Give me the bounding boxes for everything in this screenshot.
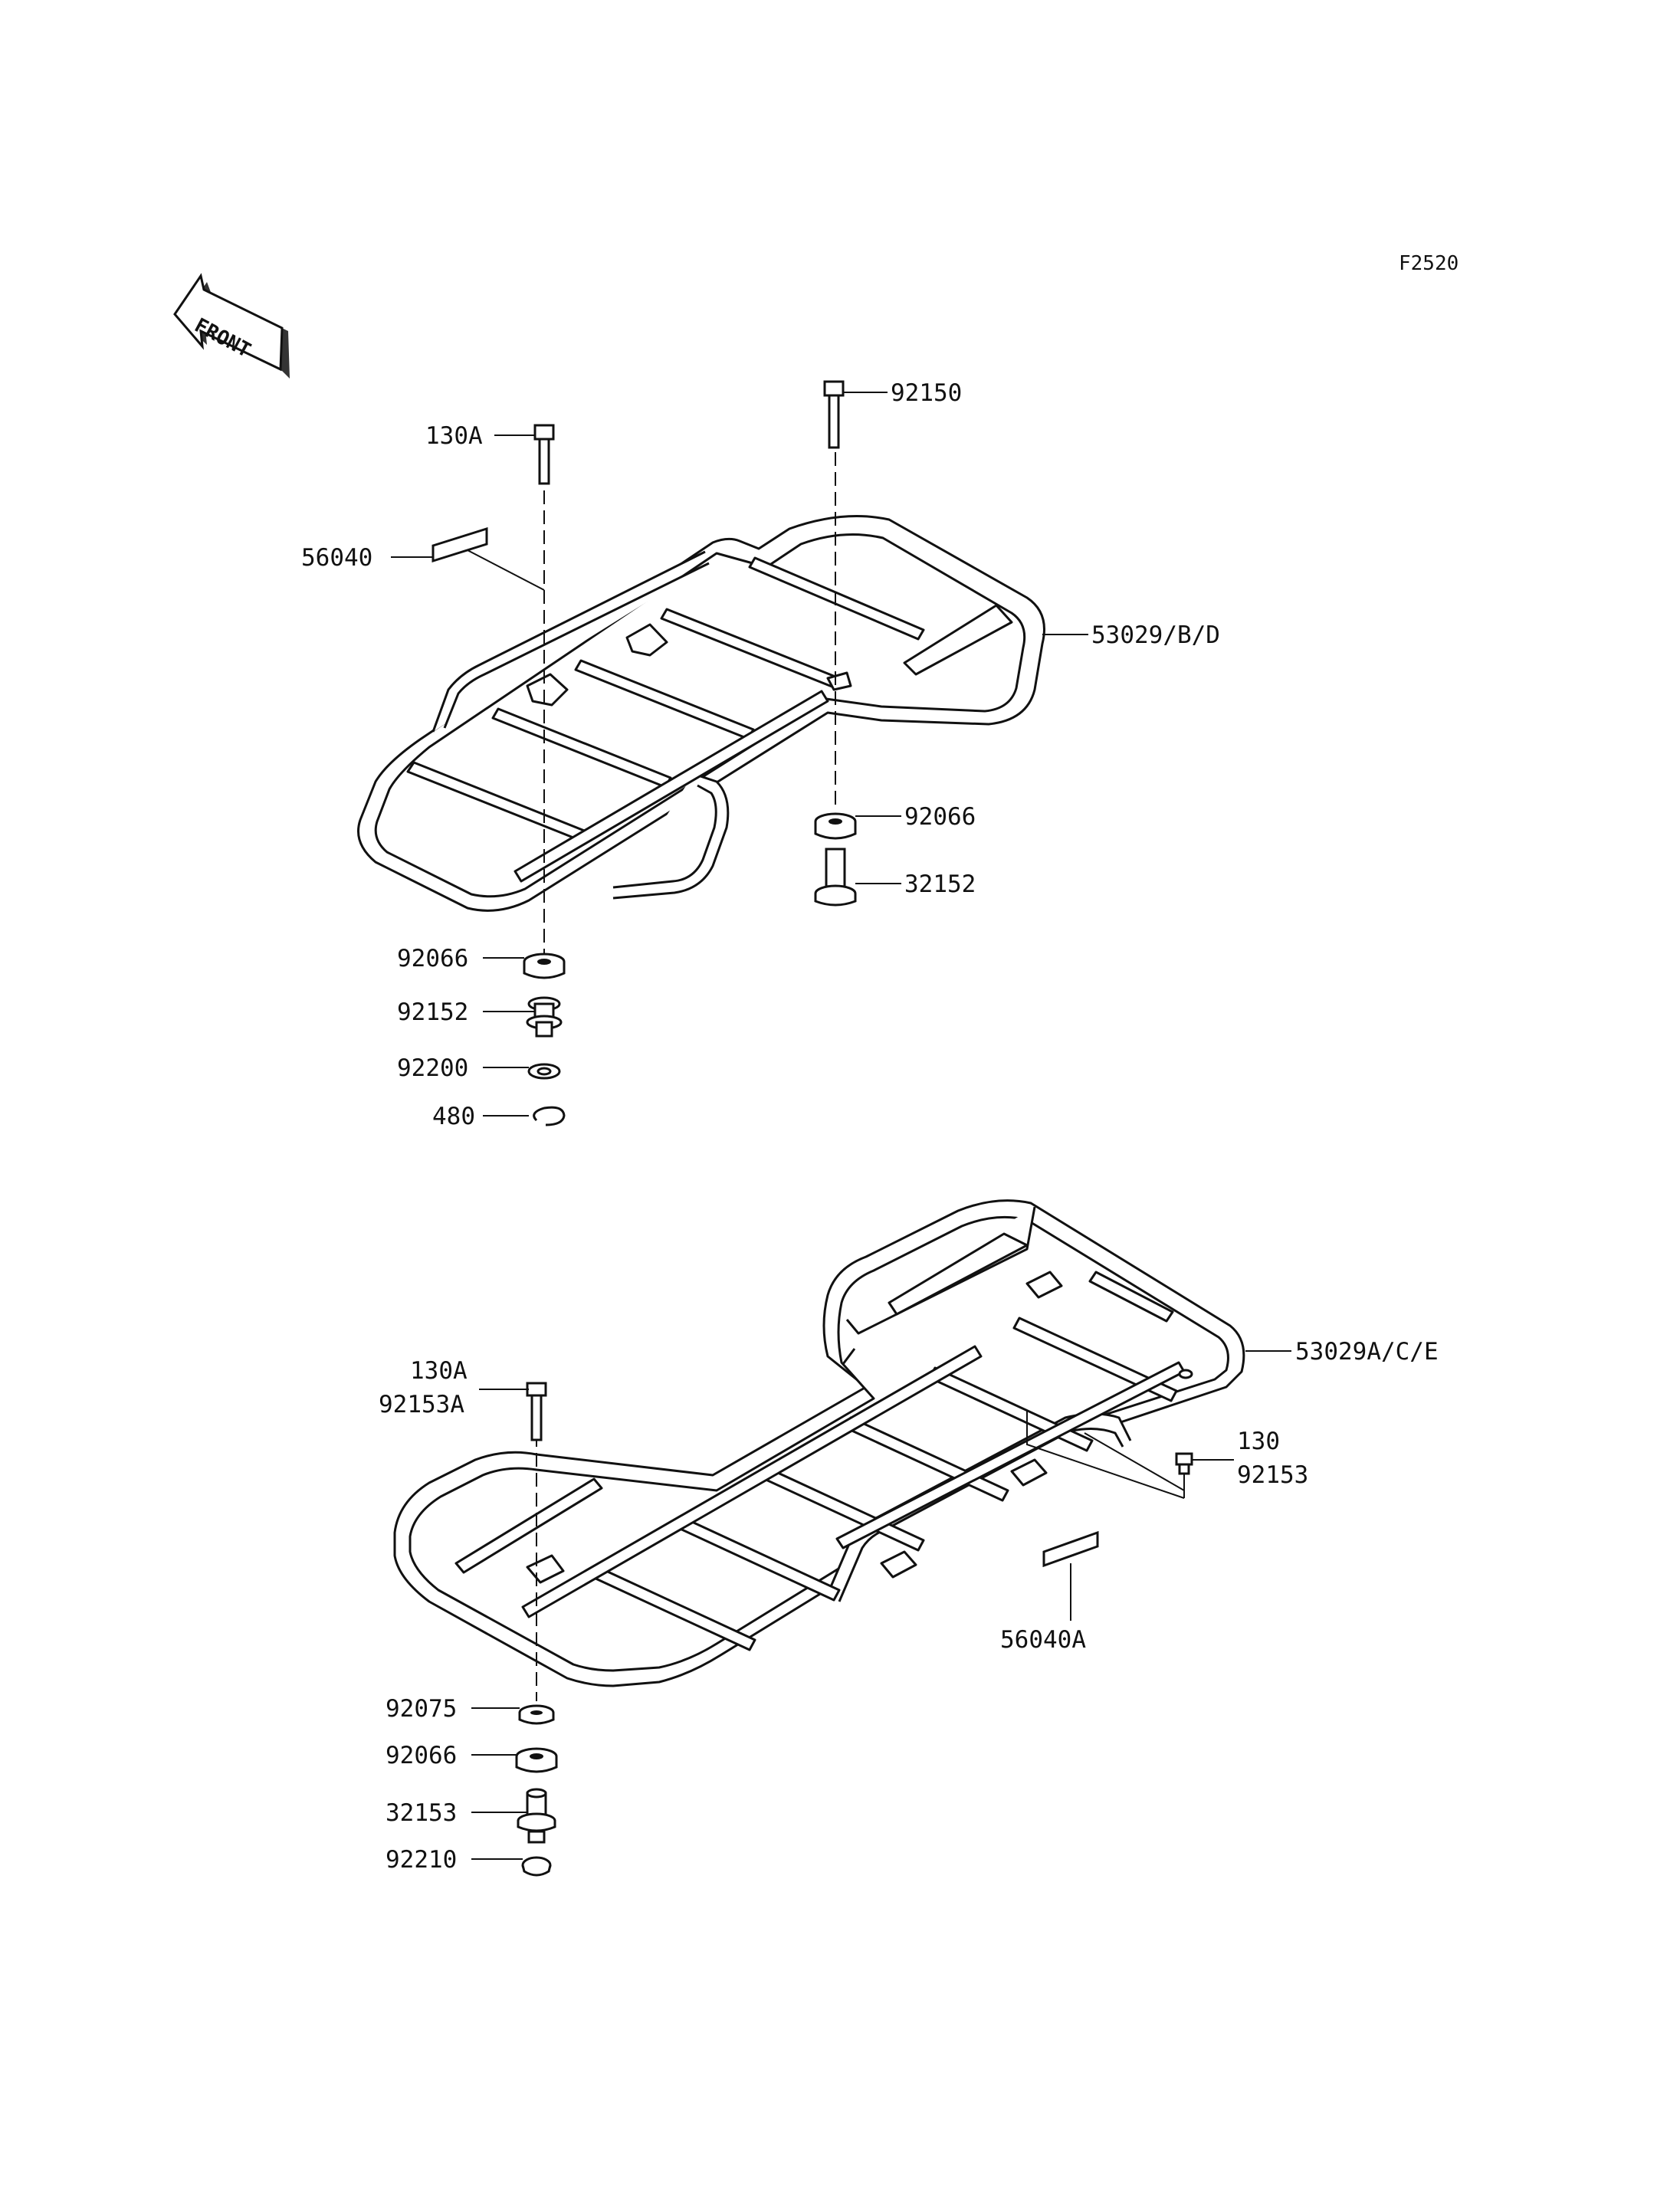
label-130a-upper: 130A xyxy=(425,422,483,450)
upper-carrier-frame xyxy=(357,515,1045,912)
upper-bolt-92150-icon xyxy=(823,380,845,449)
label-56040: 56040 xyxy=(301,544,372,572)
lower-washer-92075-icon xyxy=(518,1704,555,1725)
label-53029a-c-e: 53029A/C/E xyxy=(1295,1338,1439,1366)
lower-nut-92210-icon xyxy=(521,1856,552,1877)
label-92066-lower: 92066 xyxy=(386,1742,457,1769)
lower-decal-56040a-icon xyxy=(1042,1530,1099,1568)
label-92153a: 92153A xyxy=(379,1391,464,1418)
label-92210: 92210 xyxy=(386,1846,457,1874)
lower-decal-leader xyxy=(1026,1410,1185,1499)
label-32153: 32153 xyxy=(386,1799,457,1827)
lower-collar-32153-icon xyxy=(517,1788,556,1844)
lower-bolt-130a-icon xyxy=(526,1382,547,1441)
upper-washer-icon xyxy=(527,1063,561,1080)
label-92150: 92150 xyxy=(891,379,962,407)
label-92066-upper-right: 92066 xyxy=(904,803,976,831)
label-92075: 92075 xyxy=(386,1695,457,1723)
label-130: 130 xyxy=(1237,1428,1280,1455)
label-130a-lower: 130A xyxy=(410,1357,468,1385)
lower-carrier-frame xyxy=(393,1199,1245,1687)
label-32152: 32152 xyxy=(904,871,976,898)
label-92153: 92153 xyxy=(1237,1461,1308,1489)
upper-bolt-130a-icon xyxy=(533,424,555,485)
upper-left-collar-icon xyxy=(526,996,563,1038)
upper-decal-56040-icon xyxy=(431,526,488,563)
label-92066-upper-left: 92066 xyxy=(397,945,468,972)
lower-damper-92066-icon xyxy=(515,1747,558,1773)
lower-bolt-130-icon xyxy=(1175,1452,1193,1475)
upper-right-collar-icon xyxy=(814,848,857,907)
label-56040a: 56040A xyxy=(1000,1626,1086,1654)
upper-clip-icon xyxy=(533,1106,566,1126)
upper-left-damper-icon xyxy=(523,953,566,979)
label-53029-b-d: 53029/B/D xyxy=(1091,621,1220,649)
upper-right-damper-icon xyxy=(814,812,857,840)
figure-code: F2520 xyxy=(1399,252,1459,275)
front-arrow-icon: FRONT xyxy=(173,273,290,379)
label-480: 480 xyxy=(432,1103,475,1130)
label-92152: 92152 xyxy=(397,998,468,1026)
label-92200: 92200 xyxy=(397,1054,468,1082)
